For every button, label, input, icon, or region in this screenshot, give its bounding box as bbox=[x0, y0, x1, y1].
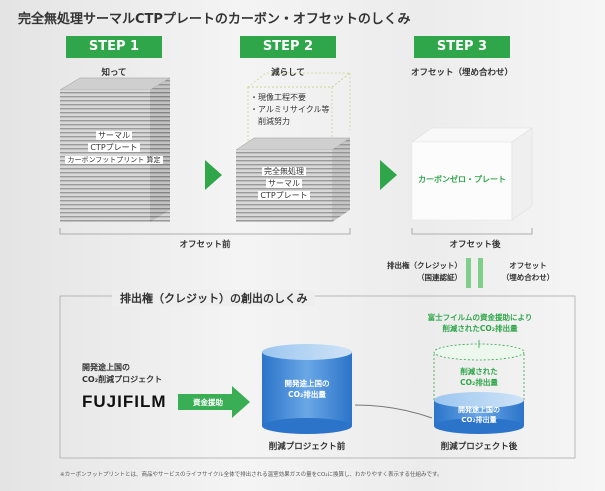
cyl-1-line2: CO₂排出量 bbox=[288, 390, 326, 399]
step-2-header: STEP 2 bbox=[240, 36, 336, 58]
cyl-2-note2: 削減されたCO₂排出量 bbox=[442, 324, 518, 333]
step-3-sub: オフセット（埋め合わせ） bbox=[410, 68, 513, 78]
bracket-before bbox=[59, 228, 351, 235]
cyl-2-low-label: 開発途上国の CO₂排出量 bbox=[434, 405, 524, 425]
arrow-step2-3 bbox=[380, 160, 397, 190]
cube-2-top-label: ・現像工程不要 ・アルミリサイクル等 削減努力 bbox=[250, 92, 334, 128]
offset-label: オフセット （埋め合わせ） bbox=[488, 260, 568, 284]
offset-line2: （埋め合わせ） bbox=[501, 273, 555, 282]
cube-2-line2: サーマル bbox=[266, 179, 302, 188]
project-line1: 開発途上国の bbox=[82, 363, 130, 372]
step-1-header: STEP 1 bbox=[66, 36, 162, 58]
cyl-1-label: 開発途上国の CO₂排出量 bbox=[262, 378, 352, 400]
credit-line1: 排出権（クレジット） bbox=[387, 261, 462, 270]
section-title: 排出権（クレジット）の創出のしくみ bbox=[112, 290, 316, 306]
cube-2-top-line3: 削減努力 bbox=[258, 117, 290, 126]
project-line2: CO₂削減プロジェクト bbox=[82, 375, 163, 384]
cyl-2-low1: 開発途上国の bbox=[458, 406, 500, 414]
cylinder-1 bbox=[262, 344, 352, 434]
cube-2-line1: 完全無処理 bbox=[262, 167, 306, 176]
step-3-header: STEP 3 bbox=[414, 36, 510, 58]
credit-bar bbox=[466, 258, 471, 288]
arrow-step1-2 bbox=[205, 160, 222, 190]
cube-2-label: 完全無処理 サーマル CTPプレート bbox=[238, 166, 330, 202]
cube-2-line3: CTPプレート bbox=[258, 191, 310, 200]
offset-bar bbox=[478, 258, 483, 288]
cube-2-top-line1: ・現像工程不要 bbox=[250, 93, 306, 102]
fujifilm-logo: FUJIFILM bbox=[82, 392, 167, 411]
section-frame bbox=[59, 295, 576, 459]
cube-2-stack bbox=[235, 137, 351, 222]
page-title: 完全無処理サーマルCTPプレートのカーボン・オフセットのしくみ bbox=[18, 12, 411, 27]
cube-2-top-line2: ・アルミリサイクル等 bbox=[250, 105, 330, 114]
cyl-arrow bbox=[354, 404, 433, 419]
cyl-2-top-note: 富士フイルムの資金援助により 削減されたCO₂排出量 bbox=[410, 312, 550, 334]
cyl-1-line1: 開発途上国の bbox=[284, 379, 330, 388]
cyl-2-mid-label: 削減された CO₂排出量 bbox=[434, 366, 524, 388]
bracket-after bbox=[411, 228, 533, 235]
cube-1-line1: サーマル bbox=[96, 131, 132, 140]
cube-1-line3: カーボンフットプリント 算定 bbox=[65, 156, 163, 164]
cube-3-label: カーボンゼロ・プレート bbox=[418, 175, 506, 184]
offset-before-label: オフセット前 bbox=[179, 240, 231, 250]
credit-label: 排出権（クレジット） （国連認証） bbox=[370, 260, 462, 284]
credit-line2: （国連認証） bbox=[417, 273, 462, 282]
cyl-1-caption: 削減プロジェクト前 bbox=[268, 442, 346, 452]
cylinder-2 bbox=[433, 340, 525, 434]
cyl-2-note1: 富士フイルムの資金援助により bbox=[427, 313, 533, 322]
footnote: ※カーボンフットプリントとは、商品やサービスのライフサイクル全体で排出される温室… bbox=[60, 472, 443, 478]
cyl-2-mid1: 削減された bbox=[460, 367, 498, 376]
cube-1-label: サーマル CTPプレート カーボンフットプリント 算定 bbox=[62, 130, 166, 166]
offset-after-label: オフセット後 bbox=[449, 240, 501, 250]
cyl-2-caption: 削減プロジェクト後 bbox=[440, 442, 518, 452]
offset-line1: オフセット bbox=[509, 261, 547, 270]
cyl-2-low2: CO₂排出量 bbox=[461, 416, 497, 424]
cyl-2-mid2: CO₂排出量 bbox=[460, 378, 498, 387]
step-1-sub: 知って bbox=[101, 68, 127, 78]
project-label: 開発途上国の CO₂削減プロジェクト bbox=[82, 362, 162, 386]
funding-arrow bbox=[178, 386, 250, 418]
cube-1-line2: CTPプレート bbox=[88, 143, 140, 152]
funding-label: 資金援助 bbox=[193, 398, 223, 407]
cube-3 bbox=[411, 127, 533, 221]
